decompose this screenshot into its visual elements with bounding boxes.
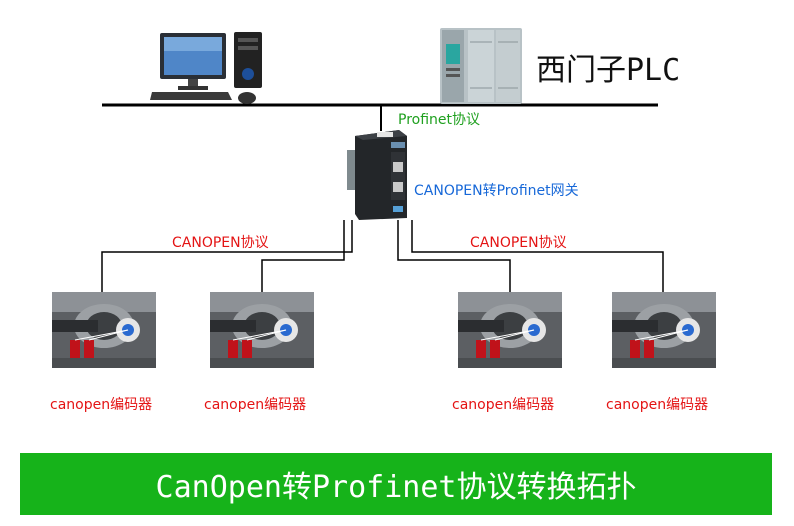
canopen-protocol-label-right: CANOPEN协议 xyxy=(470,235,567,251)
encoder-label-1: canopen编码器 xyxy=(50,397,153,413)
title-banner: CanOpen转Profinet协议转换拓扑 xyxy=(20,453,772,515)
profinet-protocol-label: Profinet协议 xyxy=(398,112,481,128)
canopen-protocol-label-left: CANOPEN协议 xyxy=(172,235,269,251)
encoder-image-3 xyxy=(458,292,562,368)
encoder-label-2: canopen编码器 xyxy=(204,397,307,413)
plc-icon xyxy=(440,28,522,104)
encoder-label-3: canopen编码器 xyxy=(452,397,555,413)
encoder-label-4: canopen编码器 xyxy=(606,397,709,413)
plc-label: 西门子PLC xyxy=(536,53,681,88)
gateway-icon xyxy=(347,130,407,220)
encoder-image-1 xyxy=(52,292,156,368)
banner-title: CanOpen转Profinet协议转换拓扑 xyxy=(155,470,637,505)
encoder-image-4 xyxy=(612,292,716,368)
gateway-label: CANOPEN转Profinet网关 xyxy=(414,183,579,199)
encoder-image-2 xyxy=(210,292,314,368)
computer-icon xyxy=(150,32,262,104)
